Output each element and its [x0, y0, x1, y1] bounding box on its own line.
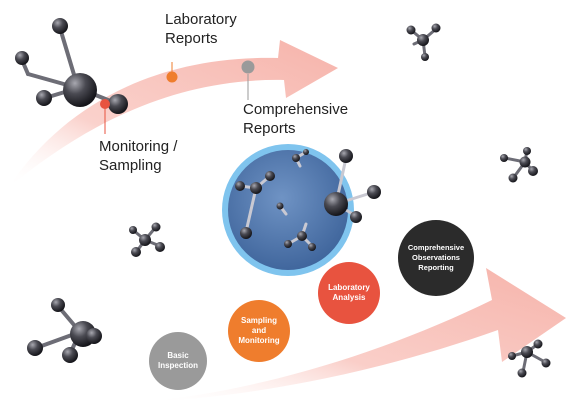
comprehensive-reports-dot	[241, 60, 255, 74]
step-basic-inspection: Basic Inspection	[149, 332, 207, 390]
monitoring-sampling-dot	[100, 99, 110, 109]
magnifier-lens	[228, 150, 348, 270]
step-sampling-and-monitoring: Sampling and Monitoring	[228, 300, 290, 362]
monitoring-sampling-label: Monitoring / Sampling	[99, 138, 178, 174]
comprehensive-reports-label: Comprehensive Reports	[243, 101, 349, 137]
step-comprehensive-observations-reporting: Comprehensive Observations Reporting	[398, 220, 474, 296]
top-arrow	[8, 40, 338, 188]
step-laboratory-analysis: Laboratory Analysis	[318, 262, 380, 324]
bottom-arrow	[140, 268, 566, 402]
laboratory-reports-dot	[166, 71, 178, 83]
laboratory-reports-label: Laboratory Reports	[165, 11, 237, 47]
